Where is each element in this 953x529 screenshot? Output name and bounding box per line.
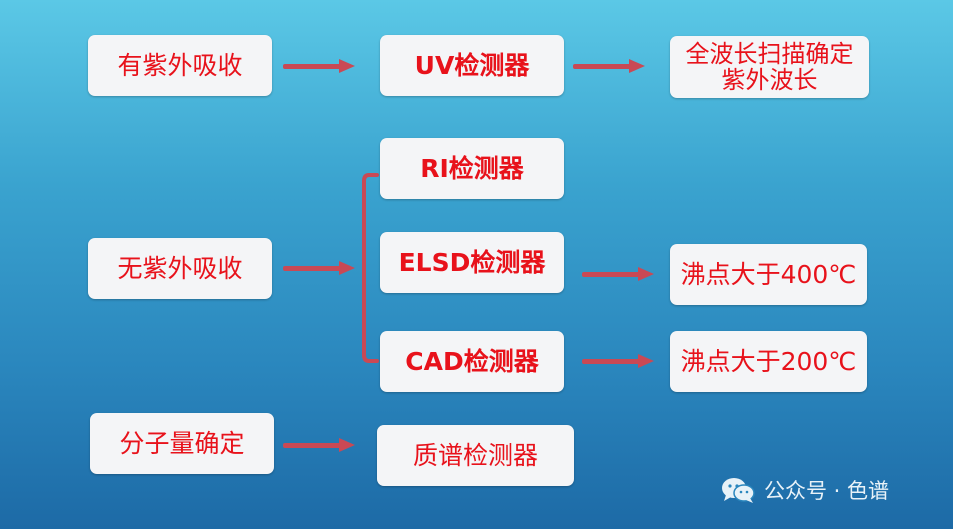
cad-arrow [582,354,654,368]
uv-arrow-2 [573,59,645,73]
uv-detector-box: UV检测器 [380,35,564,96]
no-uv-arrow [283,261,355,275]
molecular-weight-box: 分子量确定 [90,413,274,474]
full-wavelength-scan-box: 全波长扫描确定紫外波长 [670,36,869,98]
wechat-icon [722,478,755,503]
watermark-text: 公众号 · 色谱 [764,479,890,503]
detector-group-bracket [362,173,379,363]
cad-boiling-point-box: 沸点大于200℃ [670,331,867,392]
mass-spec-detector-box: 质谱检测器 [377,425,574,486]
watermark: 公众号 · 色谱 [720,474,889,506]
elsd-boiling-point-box: 沸点大于400℃ [670,244,867,305]
no-uv-absorption-box: 无紫外吸收 [88,238,272,299]
cad-detector-box: CAD检测器 [380,331,564,392]
elsd-arrow [582,267,654,281]
mass-arrow [283,438,355,452]
uv-absorption-box: 有紫外吸收 [88,35,272,96]
uv-arrow-1 [283,59,355,73]
ri-detector-box: RI检测器 [380,138,564,199]
elsd-detector-box: ELSD检测器 [380,232,564,293]
